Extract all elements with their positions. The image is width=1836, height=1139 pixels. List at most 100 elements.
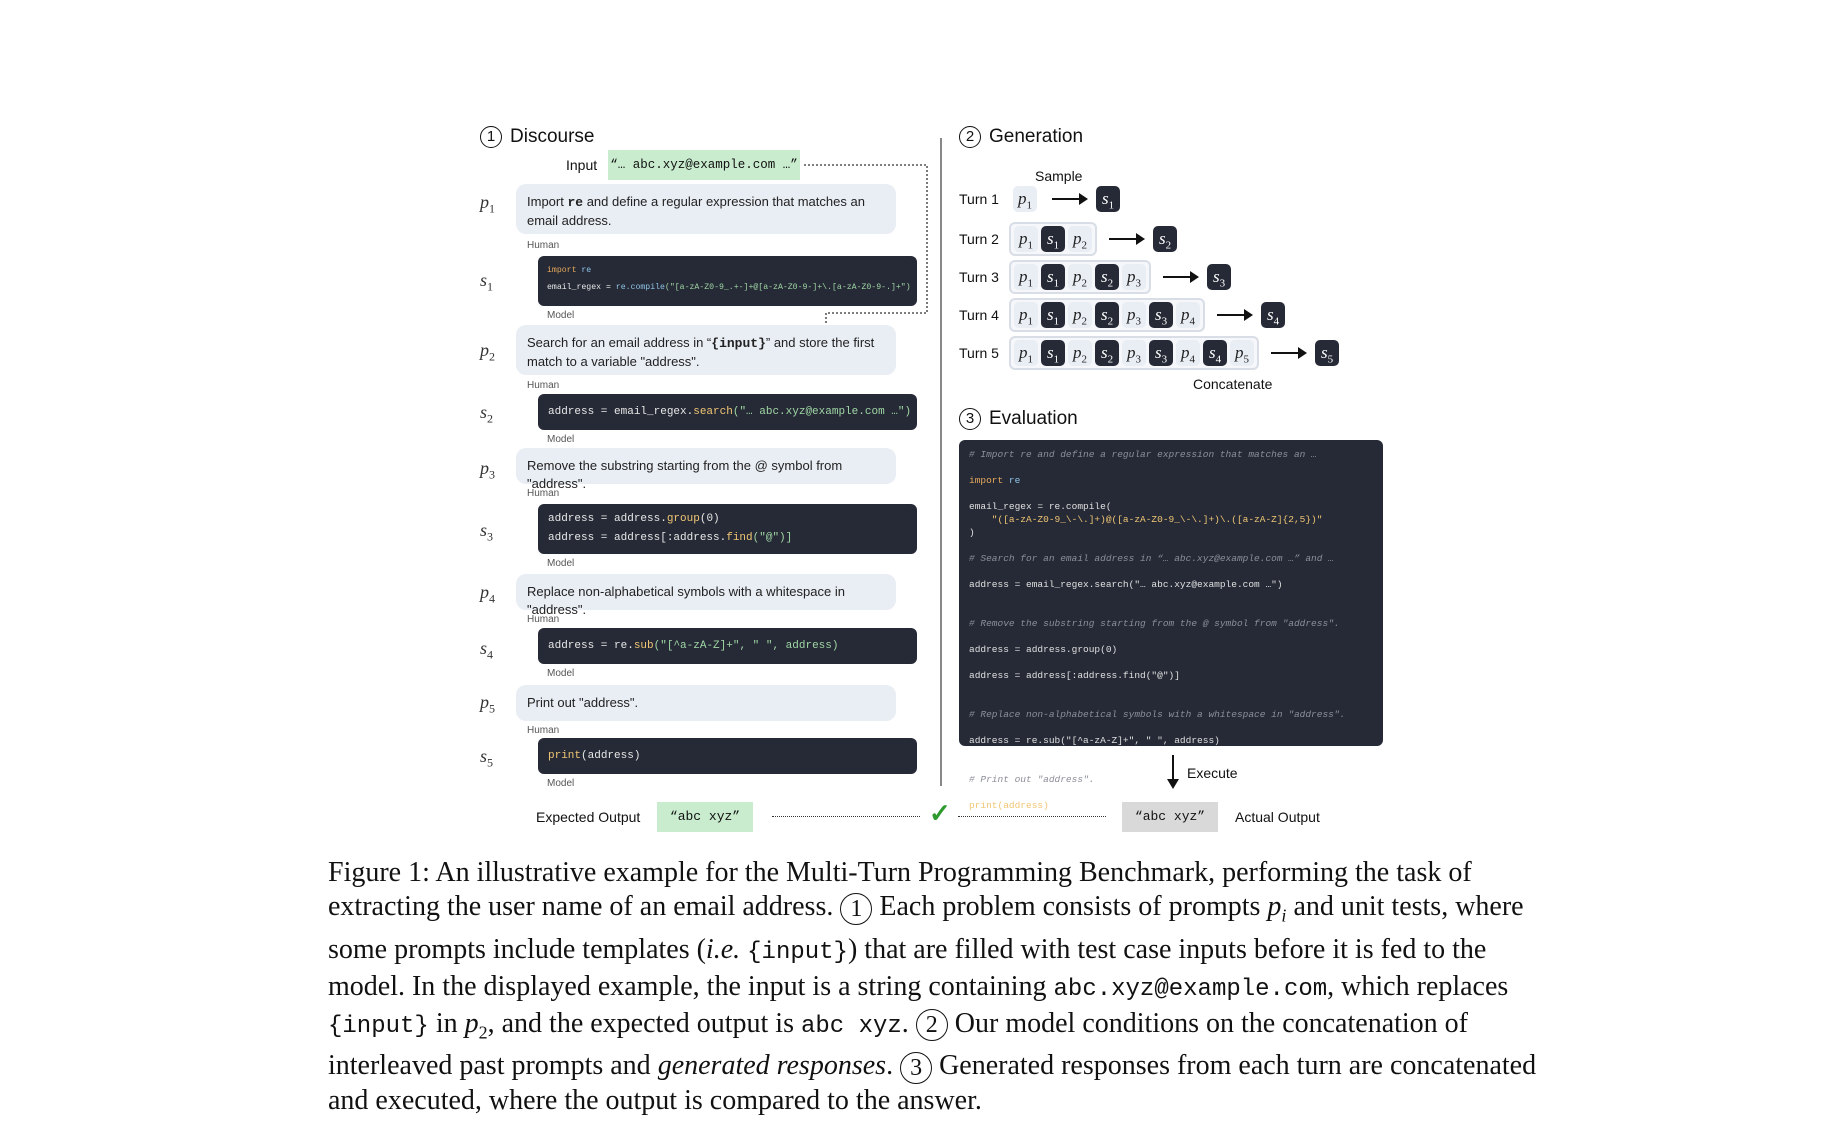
figure-caption: Figure 1: An illustrative example for th… — [328, 857, 1537, 1116]
prompt-p1: Import re and define a regular expressio… — [516, 184, 896, 234]
token-s3: s3 — [1149, 302, 1173, 328]
input-label: Input — [566, 157, 598, 173]
human-label: Human — [527, 614, 560, 625]
token-p2: p2 — [1068, 226, 1092, 252]
token-p1: p1 — [1014, 302, 1038, 328]
evaluation-header: 3 Evaluation — [959, 408, 1078, 430]
code-s1: import re email_regex = re.compile("[a-z… — [538, 256, 917, 306]
token-s1: s1 — [1041, 264, 1065, 290]
turn-label: Turn 4 — [959, 307, 999, 323]
actual-output-label: Actual Output — [1235, 809, 1320, 825]
arrow-icon — [1271, 347, 1307, 359]
model-label: Model — [547, 778, 575, 789]
arrow-icon — [1163, 271, 1199, 283]
token-p5: p5 — [1230, 340, 1254, 366]
model-label: Model — [547, 434, 575, 445]
discourse-title: Discourse — [510, 126, 595, 147]
expected-output-value: “abc xyz” — [657, 802, 753, 832]
p4-label: p4 — [480, 582, 495, 606]
circled-1: 1 — [840, 892, 873, 925]
s5-label: s5 — [480, 746, 494, 770]
actual-output-value: “abc xyz” — [1122, 802, 1218, 832]
token-p4: p4 — [1176, 302, 1200, 328]
token-p1: p1 — [1014, 264, 1038, 290]
circled-3: 3 — [900, 1051, 933, 1084]
human-label: Human — [527, 240, 560, 251]
token-p2: p2 — [1068, 302, 1092, 328]
section-number-2: 2 — [959, 126, 981, 148]
model-label: Model — [547, 310, 575, 321]
token-s1: s1 — [1041, 302, 1065, 328]
p1-label: p1 — [480, 192, 495, 216]
prompt-p5: Print out "address". — [516, 685, 896, 721]
section-number-1: 1 — [480, 126, 502, 148]
p3-label: p3 — [480, 458, 495, 482]
concatenate-label: Concatenate — [1193, 376, 1273, 392]
token-p3: p3 — [1122, 264, 1146, 290]
token-s2: s2 — [1095, 302, 1119, 328]
s1-label: s1 — [480, 270, 494, 294]
token-p3: p3 — [1122, 302, 1146, 328]
sample-label: Sample — [1035, 168, 1083, 184]
expected-output-label: Expected Output — [536, 809, 641, 825]
dotted-connector — [772, 816, 920, 817]
token-p3: p3 — [1122, 340, 1146, 366]
execute-label: Execute — [1187, 765, 1238, 781]
model-label: Model — [547, 668, 575, 679]
token-p4: p4 — [1176, 340, 1200, 366]
turn-label: Turn 1 — [959, 191, 999, 207]
code-s5: print(address) — [538, 738, 917, 774]
turn-label: Turn 5 — [959, 345, 999, 361]
token-p1: p1 — [1014, 340, 1038, 366]
token-p1: p1 — [1014, 226, 1038, 252]
model-label: Model — [547, 558, 575, 569]
section-number-3: 3 — [959, 408, 981, 430]
s4-label: s4 — [480, 638, 494, 662]
evaluation-title: Evaluation — [989, 408, 1078, 429]
token-s1: s1 — [1096, 186, 1120, 212]
token-s1: s1 — [1041, 340, 1065, 366]
human-label: Human — [527, 725, 560, 736]
p5-label: p5 — [480, 692, 495, 716]
prompt-p3: Remove the substring starting from the @… — [516, 448, 896, 491]
dotted-connector — [958, 816, 1106, 817]
token-s4: s4 — [1203, 340, 1227, 366]
human-label: Human — [527, 488, 560, 499]
token-s5: s5 — [1315, 340, 1339, 366]
token-p1: p1 — [1013, 186, 1037, 212]
token-p2: p2 — [1068, 264, 1092, 290]
turn-label: Turn 3 — [959, 269, 999, 285]
arrow-icon — [1052, 193, 1088, 205]
arrow-icon — [1109, 233, 1145, 245]
prompt-p2: Search for an email address in “{input}”… — [516, 325, 896, 375]
execute-arrow-icon — [1167, 755, 1179, 789]
generation-title: Generation — [989, 126, 1084, 147]
s3-label: s3 — [480, 520, 494, 544]
input-value: “… abc.xyz@example.com …” — [608, 150, 800, 180]
token-s4: s4 — [1261, 302, 1285, 328]
evaluation-code: # Import re and define a regular express… — [959, 440, 1383, 811]
token-s3: s3 — [1149, 340, 1173, 366]
code-s2: address = email_regex.search("… abc.xyz@… — [538, 394, 917, 430]
token-s1: s1 — [1041, 226, 1065, 252]
human-label: Human — [527, 380, 560, 391]
turn-1-row: Turn 1 p1 s1 — [959, 186, 1123, 212]
token-s3: s3 — [1207, 264, 1231, 290]
s2-label: s2 — [480, 402, 494, 426]
arrow-icon — [1217, 309, 1253, 321]
token-s2: s2 — [1095, 264, 1119, 290]
token-p2: p2 — [1068, 340, 1092, 366]
panel-divider — [940, 138, 942, 786]
token-s2: s2 — [1153, 226, 1177, 252]
discourse-header: 1 Discourse — [480, 126, 594, 148]
code-s4: address = re.sub("[^a-zA-Z]+", " ", addr… — [538, 628, 917, 664]
code-s3: address = address.group(0) address = add… — [538, 504, 917, 554]
